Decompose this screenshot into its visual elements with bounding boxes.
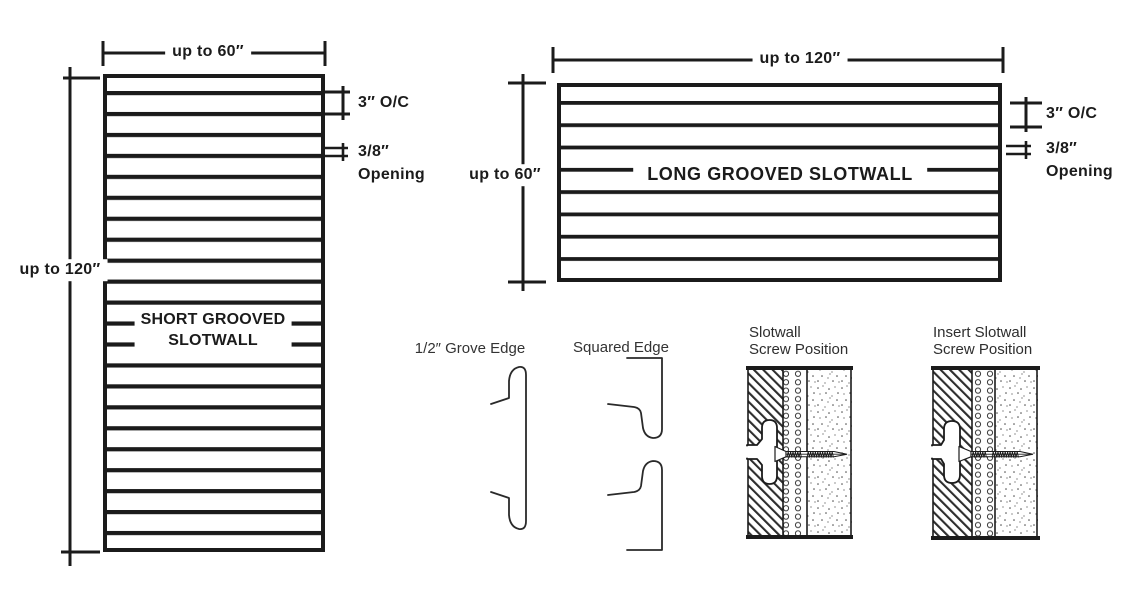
slotwall-screw-caption-line2: Screw Position [749, 341, 849, 358]
short-slotwall-panel-drawing [61, 41, 350, 566]
short-panel-oc-bracket [325, 86, 350, 120]
short-panel-title-line1: SHORT GROOVED [140, 311, 286, 328]
slotwall-screw-caption: Slotwall Screw Position [749, 324, 848, 358]
insert-screw-section [927, 366, 1040, 540]
short-panel-opening-label-1: 3/8″ [358, 143, 390, 161]
squared-edge-caption: Squared Edge [573, 338, 669, 356]
long-panel-oc-label: 3″ O/C [1046, 105, 1098, 123]
short-panel-title-line2: SLOTWALL [168, 332, 258, 349]
short-panel-height-dimension [61, 67, 100, 566]
insert-t-slot [931, 420, 961, 484]
short-panel-width-label: up to 60″ [165, 41, 251, 63]
long-panel-height-label: up to 60″ [462, 164, 548, 186]
slotwall-t-slot [746, 419, 778, 485]
slotwall-screw-section [742, 366, 853, 539]
slotwall-screw-caption-line1: Slotwall [749, 324, 801, 341]
long-panel-title: LONG GROOVED SLOTWALL [633, 160, 927, 188]
long-panel-oc-bracket [1010, 97, 1042, 132]
short-panel-opening-marker [323, 143, 348, 161]
long-panel-opening-label-1: 3/8″ [1046, 140, 1078, 158]
long-panel-width-label: up to 120″ [752, 48, 848, 70]
short-panel-title: SHORT GROOVED SLOTWALL [134, 307, 292, 353]
short-panel-opening-label-2: Opening [358, 166, 425, 184]
squared-edge-profile [607, 357, 663, 551]
long-panel-opening-marker [1006, 141, 1031, 159]
long-panel-opening-label-2: Opening [1046, 163, 1113, 181]
insert-screw-caption: Insert Slotwall Screw Position [933, 324, 1032, 358]
grove-edge-profile [490, 366, 527, 530]
insert-screw-caption-line2: Screw Position [933, 341, 1033, 358]
insert-screw [958, 445, 1034, 463]
short-panel-height-label: up to 120″ [12, 259, 108, 281]
insert-screw-caption-line1: Insert Slotwall [933, 324, 1027, 341]
grove-edge-caption: 1/2″ Grove Edge [414, 339, 526, 357]
short-panel-oc-label: 3″ O/C [358, 94, 410, 112]
slotwall-screw [774, 445, 848, 463]
